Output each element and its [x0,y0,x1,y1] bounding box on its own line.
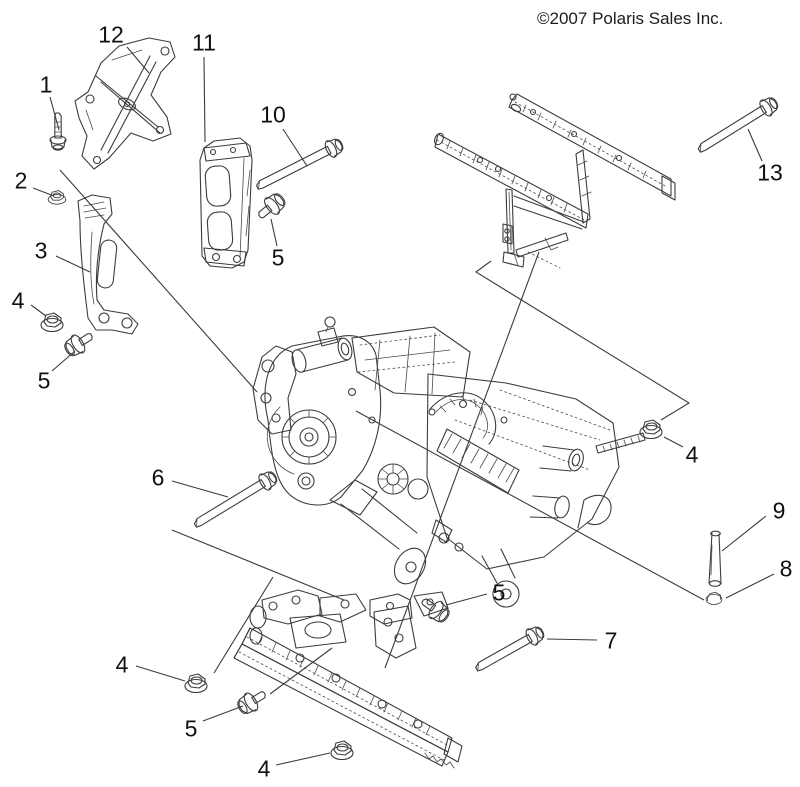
nut-4-bottom [330,740,354,761]
nut-4-lower-left [184,673,208,694]
upper-frame [434,93,676,269]
association-lines [59,169,705,695]
nut-4-upper-left [40,312,64,333]
callout-label-6-ref-11: 11 [192,29,216,55]
callout-label-18-ref-4: 4 [258,755,271,781]
callout-leader-14-ref-7 [546,638,598,641]
assoc-line-3 [171,529,345,601]
callout-label-16-ref-4: 4 [116,651,129,677]
callout-label-12-ref-9: 9 [773,497,786,523]
callout-leader-6-ref-11 [203,56,206,143]
bolt-6 [193,471,278,528]
assoc-line-4 [213,576,274,674]
side-engine-bracket [77,194,139,335]
assoc-line-2 [384,251,540,669]
callout-leader-1-ref-2 [32,187,55,197]
callout-label-2-ref-3: 3 [35,237,48,263]
assoc-line-6 [355,410,705,601]
bolt-1 [49,112,67,151]
nut-2 [47,190,67,205]
callout-label-15-ref-5: 5 [493,579,506,605]
bolt-5-mid-right [421,598,450,623]
callout-label-13-ref-8: 8 [780,555,793,581]
copyright-text: ©2007 Polaris Sales Inc. [537,9,724,28]
callout-leader-17-ref-5 [202,705,244,722]
callout-label-5-ref-12: 12 [98,21,124,47]
callout-label-10-ref-4: 4 [686,441,699,467]
callout-leader-15-ref-5 [445,593,488,606]
callout-leader-3-ref-4 [30,304,47,317]
callout-leader-11-ref-6 [171,480,229,498]
assoc-line-5 [269,647,333,695]
callout-leader-18-ref-4 [275,752,331,766]
front-mount-bracket [74,37,176,170]
assoc-line-0 [59,169,258,393]
callout-label-0-ref-1: 1 [40,71,53,97]
engine-assembly [252,316,646,608]
callout-label-4-ref-5: 5 [38,367,51,393]
bolt-13 [697,97,779,153]
pin-9 [708,530,722,587]
callout-leader-0-ref-1 [49,96,60,131]
callout-label-8-ref-5: 5 [272,244,285,270]
callout-label-1-ref-2: 2 [15,167,28,193]
callout-label-7-ref-10: 10 [260,101,286,127]
callout-leader-16-ref-4 [135,665,186,682]
callout-label-9-ref-13: 13 [757,159,783,185]
callout-leader-2-ref-3 [55,255,91,273]
callout-leader-5-ref-12 [126,46,150,74]
callout-leader-8-ref-5 [270,218,278,247]
callout-leader-12-ref-9 [721,515,767,552]
bolt-7 [475,626,545,672]
callout-label-17-ref-5: 5 [185,715,198,741]
bolt-5-bottom [237,691,266,715]
rear-mount-bracket [199,137,253,269]
bolt-5-upper-mid [258,193,286,219]
nut-4-right [639,419,663,440]
callout-leader-7-ref-10 [282,128,308,167]
callout-label-14-ref-7: 7 [605,627,618,653]
callout-leader-13-ref-8 [725,573,775,599]
bolt-10 [255,138,344,190]
lower-frame [233,589,463,769]
assoc-line-1 [475,260,691,421]
callout-leader-9-ref-13 [747,128,763,162]
callout-label-3-ref-4: 4 [12,287,25,313]
callout-label-11-ref-6: 6 [152,464,165,490]
nut-8 [705,591,723,605]
bolt-5-upper-left [64,333,93,357]
callout-leader-4-ref-5 [51,350,76,372]
callout-leader-10-ref-4 [663,436,684,448]
